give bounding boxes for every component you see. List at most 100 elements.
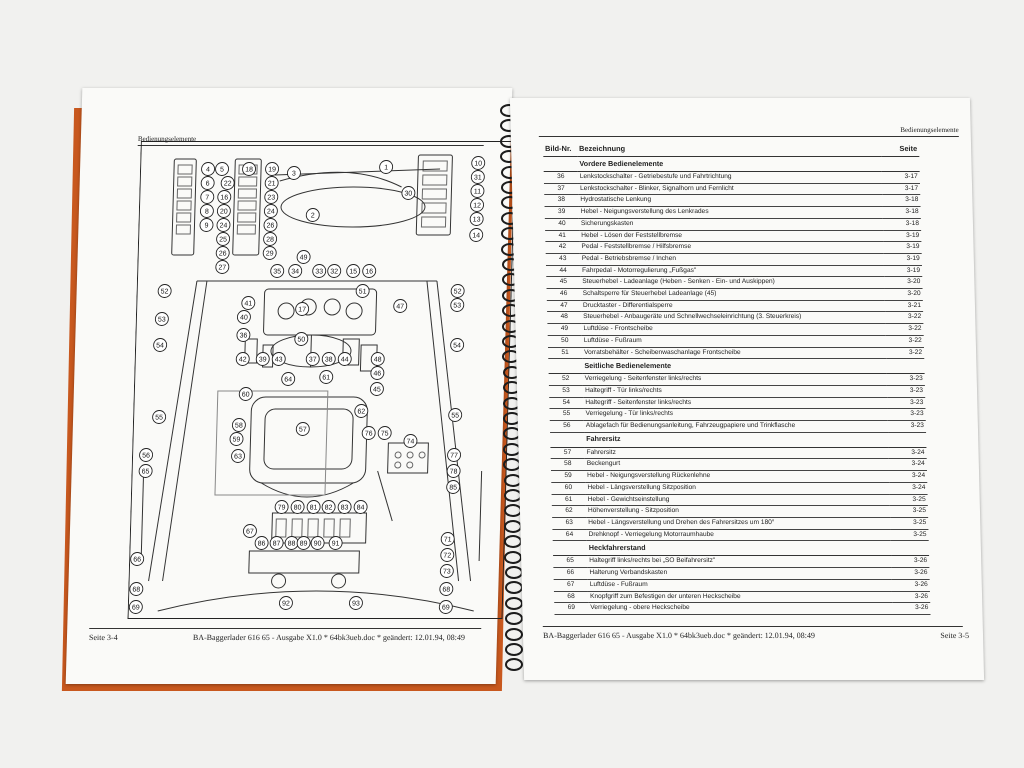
callout-circle — [447, 448, 462, 462]
callout-circle — [294, 332, 309, 346]
callout-number: 81 — [306, 500, 321, 514]
callout-number: 38 — [321, 352, 336, 366]
row-name: Verriegelung - Seitenfenster links/recht… — [582, 373, 887, 386]
callout-circle — [128, 600, 143, 614]
callout-circle — [139, 448, 154, 462]
row-nr: 38 — [544, 194, 579, 207]
right-page-number: Seite 3-5 — [940, 631, 970, 640]
callout-label: 21 — [268, 181, 276, 188]
callout-circle — [129, 582, 144, 596]
callout-label: 87 — [273, 541, 281, 548]
callout-label: 47 — [396, 304, 404, 311]
callout-label: 18 — [245, 167, 253, 174]
callout-number: 53 — [450, 298, 465, 312]
callout-label: 10 — [474, 161, 482, 168]
callout-circle — [348, 596, 363, 610]
row-name: Sicherungskasten — [578, 218, 884, 231]
callout-circle — [312, 264, 327, 278]
row-page: 3-26 — [891, 591, 931, 603]
callout-number: 48 — [370, 352, 385, 366]
callout-number: 19 — [265, 162, 280, 176]
callout-circle — [290, 500, 305, 514]
callout-label: 1 — [384, 165, 388, 172]
callout-number: 28 — [263, 232, 278, 246]
callout-label: 24 — [267, 209, 275, 216]
callout-label: 7 — [205, 195, 209, 202]
callout-number: 14 — [469, 228, 484, 242]
row-name: Lenkstockschalter - Getriebestufe und Fa… — [577, 171, 882, 184]
row-page: 3-25 — [890, 517, 929, 530]
callout-number: 6 — [200, 176, 215, 190]
callout-circle — [242, 162, 257, 176]
callout-circle — [217, 190, 232, 204]
callout-label: 83 — [341, 505, 349, 512]
binding-ring — [505, 627, 524, 641]
row-nr: 37 — [543, 183, 579, 195]
row-name: Beckengurt — [584, 458, 889, 471]
callout-number: 46 — [370, 366, 385, 380]
row-page: 3-17 — [881, 183, 921, 195]
callout-number: 52 — [157, 284, 172, 298]
row-name: Hydrostatische Lenkung — [578, 194, 883, 207]
row-nr: 53 — [548, 385, 584, 398]
callout-label: 52 — [454, 289, 462, 296]
table-header: Bild-Nr. Bezeichnung Seite — [542, 142, 920, 157]
right-page-footer: BA-Baggerlader 616 65 - Ausgabe X1.0 * 6… — [542, 631, 816, 640]
row-nr: 49 — [547, 323, 582, 336]
callout-circle — [446, 480, 461, 494]
callout-label: 64 — [284, 377, 292, 384]
row-nr: 44 — [545, 265, 581, 277]
callout-label: 50 — [297, 337, 305, 344]
callout-circle — [296, 250, 311, 264]
callout-number: 30 — [401, 186, 416, 200]
callout-circle — [265, 162, 280, 176]
row-page: 3-18 — [882, 218, 922, 231]
callout-number: 11 — [470, 184, 485, 198]
callout-label: 81 — [310, 505, 318, 512]
callout-number: 71 — [440, 532, 455, 546]
row-page: 3-23 — [887, 408, 926, 421]
callout-circle — [337, 500, 352, 514]
row-page: 3-19 — [883, 241, 922, 254]
callout-circle — [470, 170, 485, 184]
callout-label: 4 — [206, 167, 210, 174]
callout-label: 46 — [373, 371, 381, 378]
callout-label: 22 — [224, 181, 232, 188]
row-page: 3-24 — [888, 470, 928, 483]
row-page: 3-22 — [885, 347, 925, 359]
callout-number: 3 — [286, 166, 301, 180]
callout-label: 69 — [442, 605, 450, 612]
binding-ring — [504, 535, 523, 549]
callout-circle — [440, 532, 455, 546]
callout-circle — [450, 338, 465, 352]
callout-number: 76 — [361, 426, 376, 440]
callout-number: 55 — [448, 408, 463, 422]
callout-number: 25 — [216, 232, 231, 246]
callout-circle — [271, 352, 286, 366]
callout-number: 68 — [129, 582, 144, 596]
callout-number: 36 — [236, 328, 251, 342]
row-nr: 52 — [548, 373, 583, 386]
row-name: Hebel - Gewichtseinstellung — [585, 494, 890, 506]
callout-circle — [229, 432, 244, 446]
row-name: Hebel - Längsverstellung und Drehen des … — [586, 517, 891, 530]
row-name: Hebel - Neigungsverstellung Rückenlehne — [584, 470, 890, 483]
row-name: Pedal - Feststellbremse / Hilfsbremse — [579, 241, 884, 254]
callout-number: 49 — [296, 250, 311, 264]
callout-circle — [319, 370, 334, 384]
row-name: Haltegriff - Tür links/rechts — [582, 385, 888, 398]
callout-circle — [200, 190, 215, 204]
row-name: Steuerhebel - Ladeanlage (Heben - Senken… — [580, 276, 885, 289]
callout-label: 80 — [294, 505, 302, 512]
row-nr: 67 — [553, 579, 588, 591]
row-nr: 65 — [553, 555, 588, 568]
